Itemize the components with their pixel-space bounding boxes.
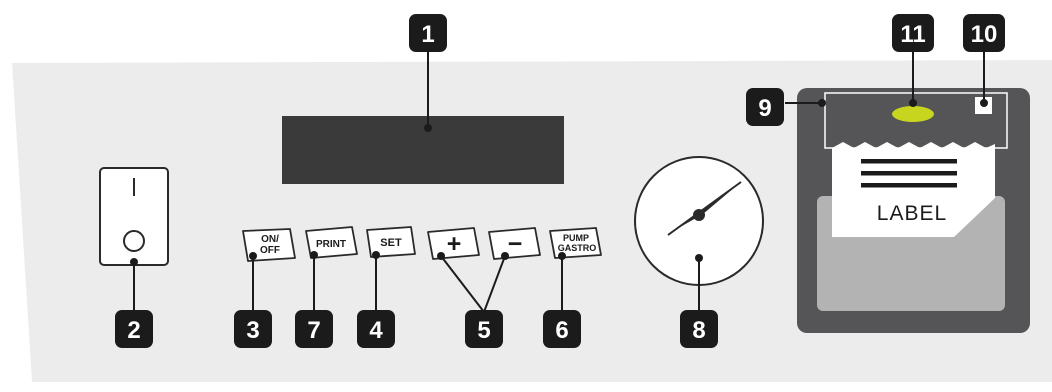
on-off-button[interactable]: ON/ OFF [242,228,296,262]
plus-button[interactable]: + [427,227,480,260]
leader-lines [133,52,985,313]
svg-text:7: 7 [307,317,320,344]
leader-dots [130,99,988,266]
svg-text:11: 11 [900,21,925,48]
set-label: SET [380,237,402,249]
control-panel [12,60,1052,382]
paper-label [832,142,995,237]
label-printer: LABEL [797,88,1030,333]
callout-6: 6 [543,310,581,348]
svg-text:5: 5 [477,317,490,344]
callout-2: 2 [115,310,153,348]
svg-text:9: 9 [758,95,771,122]
callout-5: 5 [465,310,503,348]
callout-8: 8 [680,310,718,348]
pump-label-1: PUMP [563,233,589,243]
callout-10: 10 [963,14,1005,52]
print-button[interactable]: PRINT [305,226,358,259]
display-screen [282,116,564,184]
on-off-label-1: ON/ [261,234,279,245]
svg-text:8: 8 [692,317,705,344]
callout-11: 11 [892,14,934,52]
callout-9: 9 [746,88,784,126]
svg-text:3: 3 [246,317,259,344]
callout-1: 1 [409,14,447,52]
minus-label: − [508,230,523,258]
pump-gastro-button[interactable]: PUMP GASTRO [549,227,602,259]
pressure-gauge [634,156,764,286]
status-led [892,106,934,122]
svg-text:2: 2 [127,317,140,344]
power-switch[interactable] [99,167,169,266]
print-label: PRINT [316,239,346,250]
svg-text:1: 1 [421,21,434,48]
svg-text:4: 4 [369,317,383,344]
callout-4: 4 [357,310,395,348]
set-button[interactable]: SET [366,226,416,258]
label-text: LABEL [877,202,947,225]
callout-3: 3 [234,310,272,348]
on-off-label-2: OFF [260,245,280,256]
callout-7: 7 [295,310,333,348]
pump-label-2: GASTRO [558,243,597,253]
minus-button[interactable]: − [488,227,541,260]
svg-text:10: 10 [971,21,998,48]
plus-label: + [447,230,462,258]
svg-text:6: 6 [555,317,568,344]
